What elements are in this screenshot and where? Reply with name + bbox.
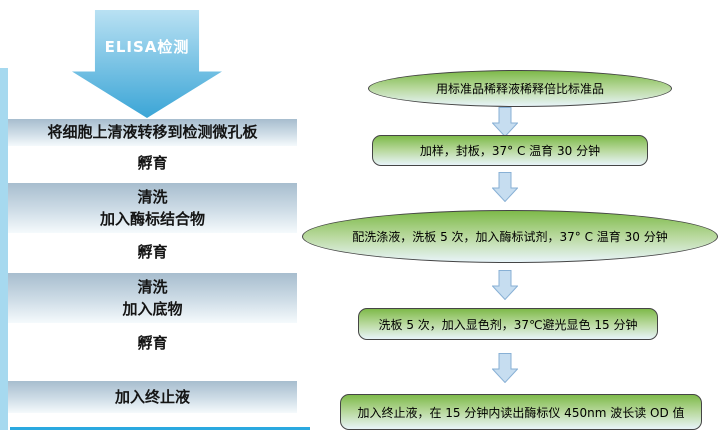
left-step-wash-add-conjugate: 清洗 加入酶标结合物 (8, 183, 297, 233)
flow-step-wash-add-enzyme-reagent: 配洗涤液，洗板 5 次，加入酶标试剂，37° C 温育 30 分钟 (302, 210, 718, 263)
left-step-transfer-supernatant: 将细胞上清液转移到检测微孔板 (8, 119, 297, 146)
elisa-down-arrow: ELISA检测 (72, 10, 222, 118)
left-accent-stripe (0, 68, 8, 430)
left-step-incubate-2: 孵育 (137, 243, 168, 262)
flow-down-arrow-2 (492, 172, 518, 202)
bottom-underline (10, 427, 310, 430)
flow-step-stop-and-read-od: 加入终止液，在 15 分钟内读出酶标仪 450nm 波长读 OD 值 (340, 394, 702, 430)
left-step-incubate-3: 孵育 (137, 333, 168, 352)
flow-step-add-sample-seal: 加样，封板，37° C 温育 30 分钟 (372, 135, 648, 166)
elisa-arrow-label: ELISA检测 (104, 38, 190, 56)
flow-down-arrow-4 (492, 353, 518, 383)
flow-step-standard-dilution-label: 用标准品稀释液稀释倍比标准品 (435, 82, 604, 96)
flow-step-standard-dilution: 用标准品稀释液稀释倍比标准品 (368, 70, 672, 107)
flow-step-wash-add-chromogen: 洗板 5 次，加入显色剂，37℃避光显色 15 分钟 (358, 308, 658, 340)
left-step-incubate-1: 孵育 (137, 153, 168, 172)
flow-step-wash-add-chromogen-label: 洗板 5 次，加入显色剂，37℃避光显色 15 分钟 (378, 317, 638, 332)
flow-step-add-sample-seal-label: 加样，封板，37° C 温育 30 分钟 (419, 144, 601, 158)
flow-step-stop-and-read-od-label: 加入终止液，在 15 分钟内读出酶标仪 450nm 波长读 OD 值 (357, 405, 685, 420)
left-step-add-stop-solution: 加入终止液 (8, 381, 297, 413)
flow-step-wash-add-enzyme-reagent-label: 配洗涤液，洗板 5 次，加入酶标试剂，37° C 温育 30 分钟 (352, 230, 668, 244)
flow-down-arrow-1 (492, 107, 518, 137)
flow-down-arrow-3 (492, 270, 518, 300)
left-step-wash-add-substrate: 清洗 加入底物 (8, 273, 297, 323)
